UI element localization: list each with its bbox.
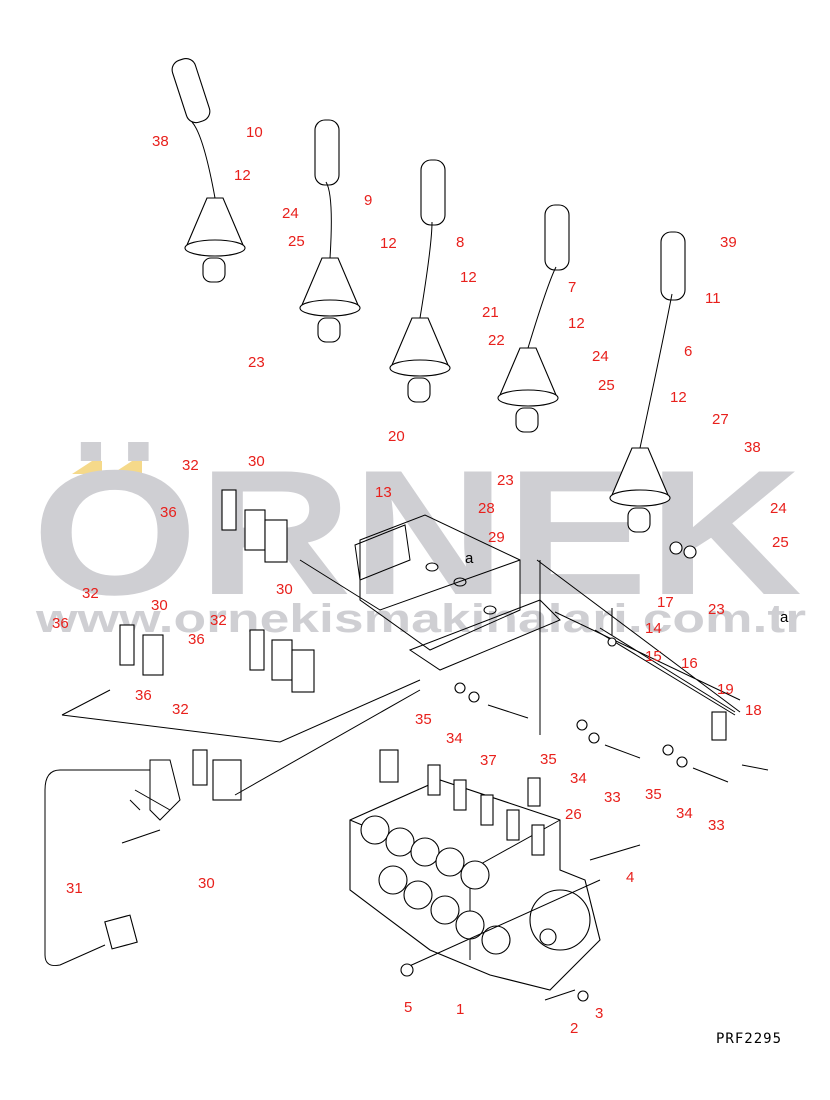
part-label-16: 16 [681, 655, 698, 672]
part-label-30: 30 [198, 875, 215, 892]
part-label-6: 6 [684, 343, 692, 360]
lever-assembly [171, 58, 246, 283]
part-label-13: 13 [375, 484, 392, 501]
part-label-24: 24 [282, 205, 299, 222]
part-label-34: 34 [570, 770, 587, 787]
lever-assembly [497, 204, 570, 433]
part-label-36: 36 [160, 504, 177, 521]
part-label-31: 31 [66, 880, 83, 897]
part-label-10: 10 [246, 124, 263, 141]
part-label-19: 19 [717, 681, 734, 698]
part-label-9: 9 [364, 192, 372, 209]
watermark: ÖRNEK www.ornekismakinalari.com.tr [32, 433, 806, 641]
part-label-36: 36 [135, 687, 152, 704]
part-label-23: 23 [248, 354, 265, 371]
part-label-33: 33 [708, 817, 725, 834]
part-label-21: 21 [482, 304, 499, 321]
part-label-38: 38 [152, 133, 169, 150]
fasteners [121, 541, 769, 844]
part-label-23: 23 [497, 472, 514, 489]
part-label-34: 34 [676, 805, 693, 822]
part-label-35: 35 [540, 751, 557, 768]
part-label-23: 23 [708, 601, 725, 618]
control-valve [349, 749, 641, 1002]
part-label-24: 24 [770, 500, 787, 517]
part-label-34: 34 [446, 730, 463, 747]
part-label-5: 5 [404, 999, 412, 1016]
watermark-url: www.ornekismakinalari.com.tr [35, 597, 806, 641]
part-label-12: 12 [568, 315, 585, 332]
part-label-25: 25 [598, 377, 615, 394]
part-label-36: 36 [52, 615, 69, 632]
part-label-11: 11 [705, 290, 721, 307]
watermark-accent-1 [72, 461, 102, 474]
part-label-15: 15 [645, 648, 662, 665]
part-label-22: 22 [488, 332, 505, 349]
part-label-3: 3 [595, 1005, 603, 1022]
part-label-32: 32 [210, 612, 227, 629]
part-label-32: 32 [182, 457, 199, 474]
part-label-29: 29 [488, 529, 505, 546]
part-label-30: 30 [248, 453, 265, 470]
lever-assembly [389, 159, 451, 403]
part-label-1: 1 [456, 1001, 464, 1018]
part-label-28: 28 [478, 500, 495, 517]
drawing-code: PRF2295 [716, 1031, 782, 1047]
lever-assembly [299, 119, 361, 343]
part-label-12: 12 [670, 389, 687, 406]
part-label-20: 20 [388, 428, 405, 445]
part-label-25: 25 [772, 534, 789, 551]
part-label-14: 14 [645, 620, 662, 637]
part-label-12: 12 [380, 235, 397, 252]
part-label-17: 17 [657, 594, 674, 611]
part-label-7: 7 [568, 279, 576, 296]
part-label-35: 35 [645, 786, 662, 803]
part-label-32: 32 [82, 585, 99, 602]
part-label-36: 36 [188, 631, 205, 648]
part-label-12: 12 [460, 269, 477, 286]
watermark-accent-2 [112, 461, 142, 474]
part-label-30: 30 [276, 581, 293, 598]
part-label-27: 27 [712, 411, 729, 428]
part-label-8: 8 [456, 234, 464, 251]
lever-assembly [609, 231, 686, 533]
part-label-39: 39 [720, 234, 737, 251]
part-label-25: 25 [288, 233, 305, 250]
part-label-24: 24 [592, 348, 609, 365]
part-label-38: 38 [744, 439, 761, 456]
part-label-30: 30 [151, 597, 168, 614]
part-label-33: 33 [604, 789, 621, 806]
part-label-4: 4 [626, 869, 634, 886]
reference-mark-a: a [465, 550, 474, 567]
part-label-18: 18 [745, 702, 762, 719]
watermark-brand: ÖRNEK [32, 433, 802, 632]
part-label-35: 35 [415, 711, 432, 728]
part-label-12: 12 [234, 167, 251, 184]
brackets-and-harness [44, 489, 741, 966]
reference-mark-a: a [780, 609, 789, 626]
part-label-2: 2 [570, 1020, 578, 1037]
control-levers [171, 58, 686, 533]
part-label-32: 32 [172, 701, 189, 718]
part-label-26: 26 [565, 806, 582, 823]
part-label-37: 37 [480, 752, 497, 769]
